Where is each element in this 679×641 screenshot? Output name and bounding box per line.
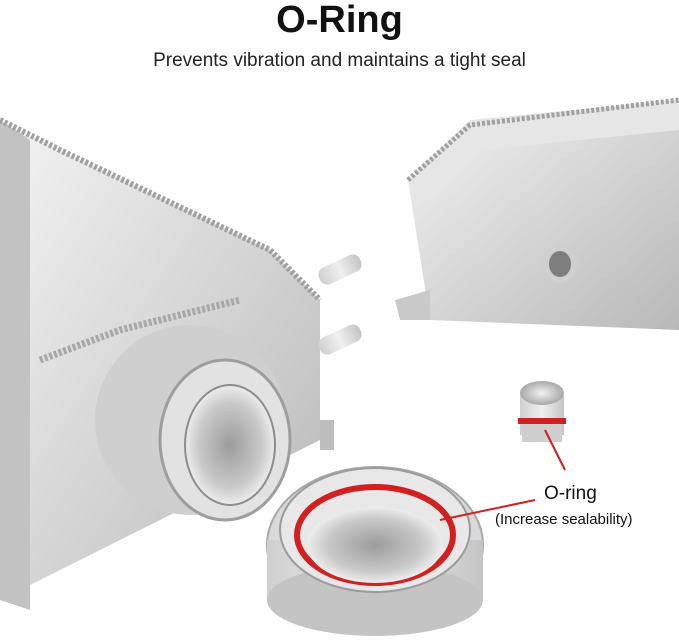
callout-note: (Increase sealability) (495, 511, 633, 528)
plug (518, 381, 566, 442)
page-subtitle: Prevents vibration and maintains a tight… (153, 50, 526, 71)
callout-label: O-ring (544, 483, 597, 504)
callout-line-cap (439, 499, 536, 521)
cap (266, 466, 484, 636)
left-tank (0, 117, 362, 610)
callout-line-plug (544, 429, 566, 471)
right-tank (395, 97, 679, 330)
page-title: O-Ring (276, 0, 403, 41)
